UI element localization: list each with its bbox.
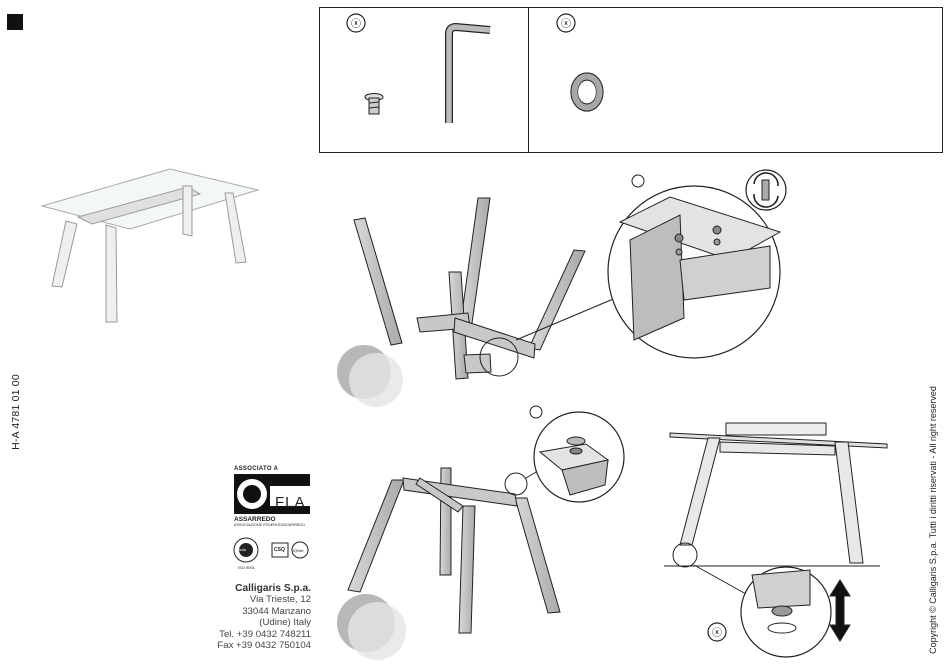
table-overview [42,169,258,322]
step1-drawing [337,198,618,407]
iqnet-label: IQNet [293,548,303,553]
washer-icon [571,73,603,111]
step2-drawing [337,466,560,660]
csq-label: CSQ [274,547,285,553]
step3-drawing [664,423,887,657]
company-street: Via Trieste, 12 [195,594,311,605]
tool-icon: ⓧ [557,14,575,32]
assarredo-label: ASSARREDO [234,516,276,523]
company-tel: Tel. +39 0432 748211 [195,629,311,640]
svg-text:ⓧ: ⓧ [561,18,571,30]
allen-key-icon [449,27,490,123]
screw-icon [365,94,383,115]
rotate-icon [746,170,786,210]
svg-text:ⓧ: ⓧ [351,18,361,30]
company-address: Calligaris S.p.a. Via Trieste, 12 33044 … [195,583,311,651]
company-fax: Fax +39 0432 750104 [195,640,311,651]
adjust-icon: ⓧ [708,623,726,641]
company-region: (Udine) Italy [195,617,311,628]
assarredo-subtitle: ASSOCIAZIONE FEDERLEGNOARREDO [234,523,305,527]
company-city: 33044 Manzano [195,606,311,617]
company-name: Calligaris S.p.a. [195,583,311,594]
zoom-detail-2 [530,406,624,502]
tool-icon: ⓧ [347,14,365,32]
svg-text:ⓧ: ⓧ [712,627,722,639]
icila-label: icila [239,547,246,552]
associated-label: ASSOCIATO A [234,466,278,472]
fla-text: FLA [275,494,306,511]
iso-label: ISO 9001 [238,565,255,570]
